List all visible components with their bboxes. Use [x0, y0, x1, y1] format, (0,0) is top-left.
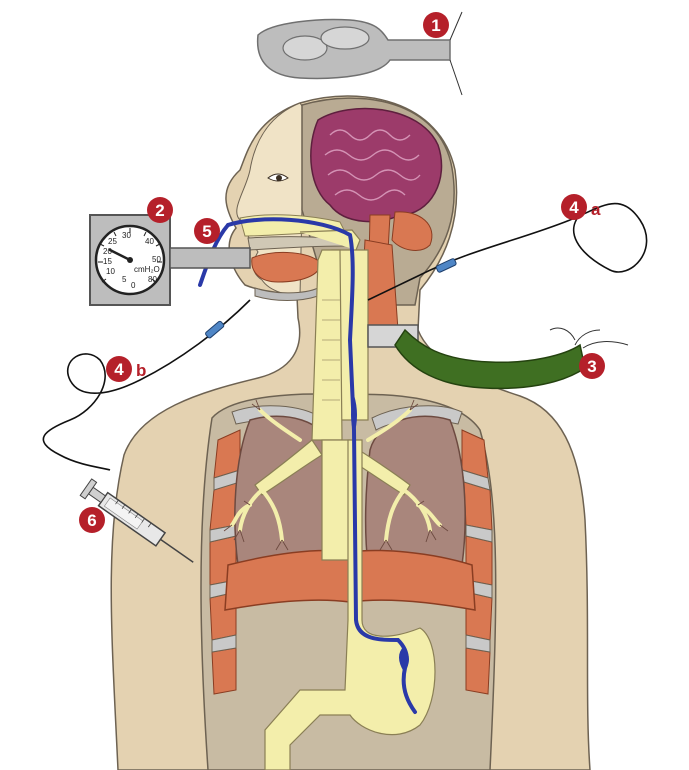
gauge-tick-5: 5 [122, 275, 127, 284]
gauge-tick-0: 0 [131, 281, 136, 290]
gauge-tick-25: 25 [108, 237, 117, 246]
callout-4a-number: 4 [569, 198, 579, 217]
callout-4a: 4 a [561, 194, 601, 220]
callout-5: 5 [194, 218, 220, 244]
gauge-unit: cmH₂O [134, 265, 160, 274]
callout-2-number: 2 [155, 201, 164, 220]
gauge-tick-80: 80 [148, 275, 157, 284]
pupil [276, 175, 282, 181]
callout-2: 2 [147, 197, 173, 223]
ribs-left [210, 430, 240, 694]
callout-6: 6 [79, 507, 105, 533]
callout-4b: 4 b [106, 356, 146, 382]
probe-connector-b [205, 321, 225, 339]
callout-4b-letter: b [136, 361, 146, 380]
gauge-tick-30: 30 [122, 231, 131, 240]
callout-5-number: 5 [202, 222, 211, 241]
gauge-tick-10: 10 [106, 267, 115, 276]
gauge-tick-40: 40 [145, 237, 154, 246]
callout-1: 1 [423, 12, 449, 38]
ribs-right [462, 430, 492, 694]
callout-4b-number: 4 [114, 360, 124, 379]
callout-6-number: 6 [87, 511, 96, 530]
callout-3: 3 [579, 353, 605, 379]
callout-4a-letter: a [591, 200, 601, 219]
brain [311, 109, 442, 222]
callout-3-number: 3 [587, 357, 596, 376]
callout-1-number: 1 [431, 16, 440, 35]
gauge-tick-15: 15 [103, 257, 112, 266]
gauge-tick-50: 50 [152, 255, 161, 264]
